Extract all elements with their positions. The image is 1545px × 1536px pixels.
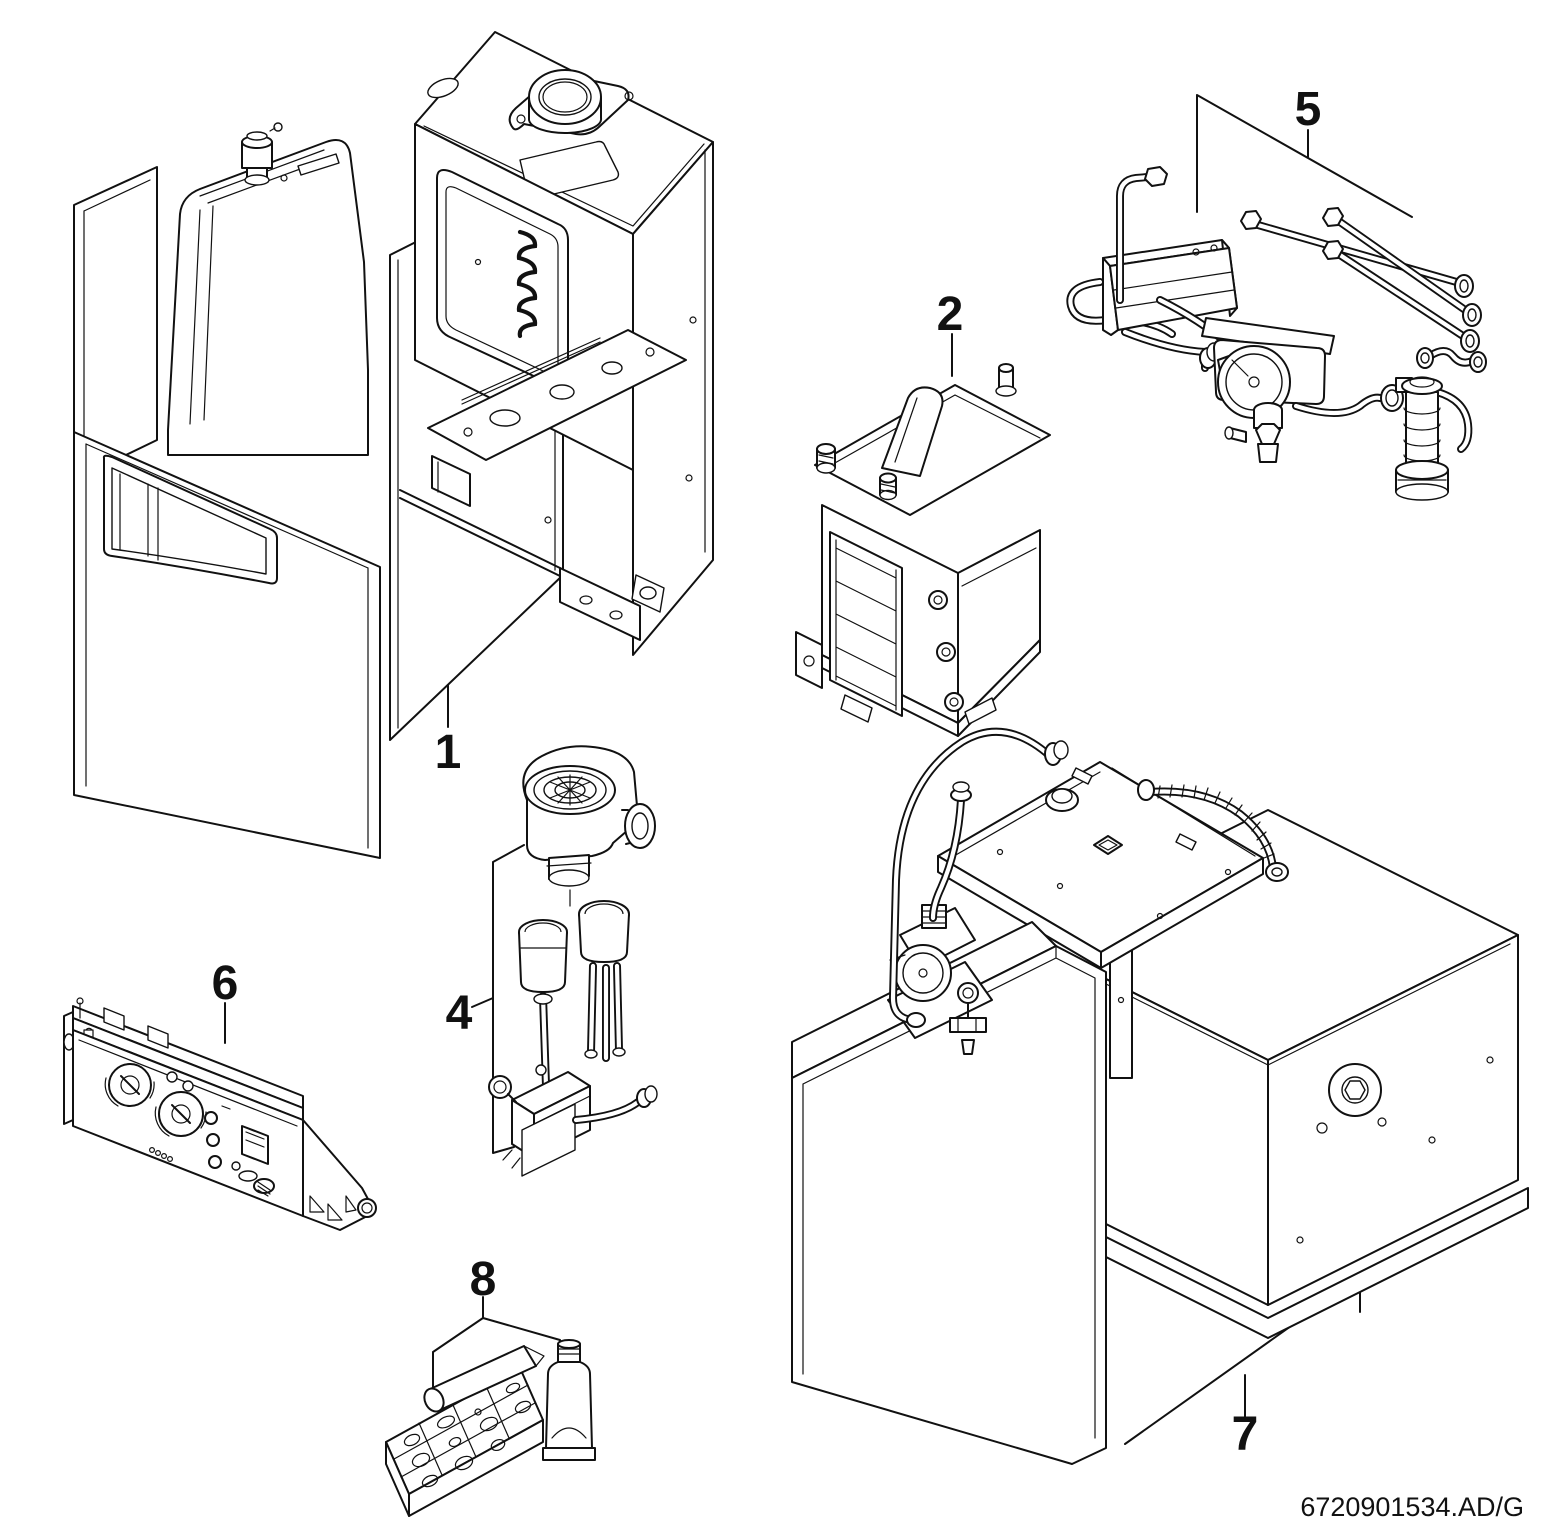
- part-8-seal-kit-drawing: [385, 1296, 596, 1517]
- part-5-hydraulics-drawing: [1066, 94, 1487, 501]
- callout-6: 6: [212, 957, 239, 1010]
- callout-8: 8: [470, 1253, 497, 1306]
- callout-4: 4: [446, 987, 473, 1040]
- document-code: 6720901534.AD/G: [1300, 1492, 1524, 1522]
- callout-labels: 1 2 4 5 6 7 8: [212, 83, 1322, 1461]
- part-7-storage-tank-drawing: [791, 727, 1529, 1465]
- callout-5: 5: [1295, 83, 1322, 136]
- callout-2: 2: [937, 288, 964, 341]
- part-1-boiler-casing-drawing: [73, 31, 714, 859]
- part-6-control-panel-drawing: [63, 997, 377, 1231]
- callout-7: 7: [1232, 1408, 1259, 1461]
- part-4-fan-gas-valve-drawing: [471, 745, 658, 1177]
- part-2-heat-exchanger-drawing: [795, 333, 1051, 737]
- callout-1: 1: [435, 726, 462, 779]
